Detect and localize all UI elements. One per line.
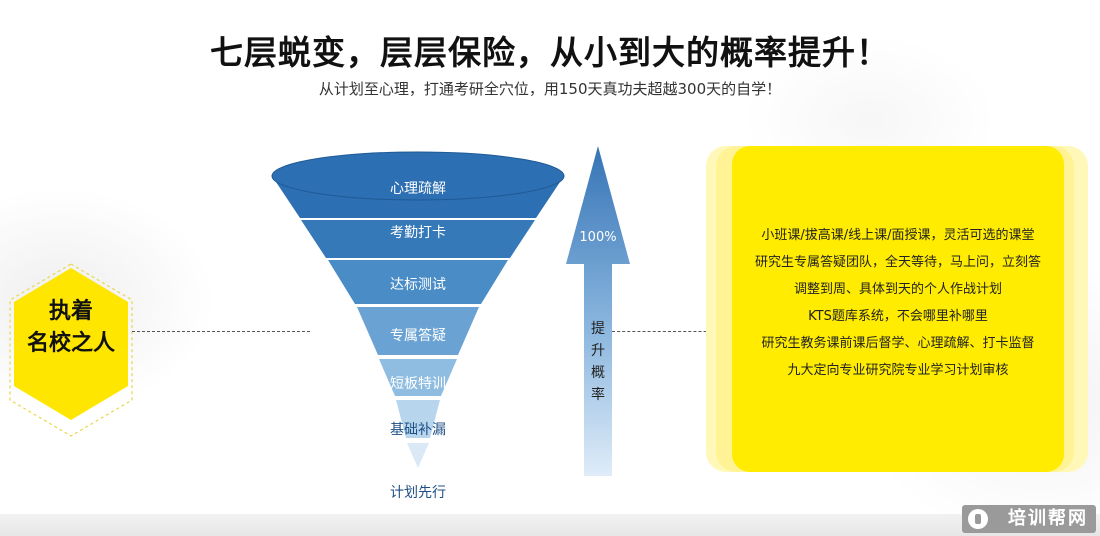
funnel-layer-5 — [379, 359, 457, 396]
bottom-band — [0, 514, 1100, 536]
funnel-layer-7 — [407, 443, 429, 468]
funnel-diagram — [268, 150, 568, 484]
probability-arrow — [562, 146, 634, 482]
feature-item: 调整到周、具体到天的个人作战计划 — [793, 282, 1002, 297]
funnel-layer-3 — [328, 260, 508, 304]
funnel-layer-6 — [396, 400, 440, 438]
page-title: 七层蜕变，层层保险，从小到大的概率提升！ — [210, 33, 890, 72]
funnel-top-ellipse — [271, 151, 565, 201]
funnel-label-2: 考勤打卡 — [390, 225, 446, 241]
brand-logo-icon — [968, 509, 988, 529]
funnel-label-7: 计划先行 — [390, 485, 446, 501]
funnel-svg — [271, 151, 565, 468]
right-connector — [612, 331, 732, 332]
left-connector — [132, 331, 310, 332]
feature-item: 小班课/拔高课/线上课/面授课，灵活可选的课堂 — [761, 228, 1035, 243]
arrow-label-char-3: 概 — [591, 365, 605, 381]
funnel-layer-2 — [301, 220, 535, 258]
arrow-label-char-4: 率 — [591, 387, 605, 403]
page-subtitle: 从计划至心理，打通考研全穴位，用150天真功夫超越300天的自学！ — [318, 80, 782, 98]
up-arrow-icon — [566, 146, 630, 476]
arrow-label-char-1: 提 — [591, 321, 605, 337]
feature-item: 九大定向专业研究院专业学习计划审核 — [787, 363, 1009, 378]
features-card — [732, 146, 1064, 472]
feature-item: 研究生教务课前课后督学、心理疏解、打卡监督 — [761, 336, 1035, 351]
hexagon-badge: 执着 名校之人 — [8, 262, 134, 438]
badge-line-2: 名校之人 — [26, 331, 115, 356]
hexagon-shape — [9, 263, 133, 437]
badge-line-1: 执着 — [48, 299, 93, 324]
feature-item: KTS题库系统，不会哪里补哪里 — [808, 309, 988, 324]
feature-item: 研究生专属答疑团队，全天等待，马上问，立刻答 — [754, 255, 1041, 270]
funnel-label-4: 专属答疑 — [390, 328, 446, 344]
funnel-layer-4 — [357, 307, 479, 355]
funnel-label-3: 达标测试 — [390, 277, 446, 293]
arrow-label-char-2: 升 — [591, 343, 605, 359]
funnel-label-1: 心理疏解 — [390, 181, 446, 197]
watermark: 培训帮网 — [962, 505, 1096, 533]
arrow-percent: 100% — [579, 230, 617, 245]
funnel-label-6: 基础补漏 — [390, 422, 446, 438]
funnel-label-5: 短板特训 — [390, 376, 446, 392]
features-list: 小班课/拔高课/线上课/面授课，灵活可选的课堂 研究生专属答疑团队，全天等待，马… — [732, 222, 1064, 384]
